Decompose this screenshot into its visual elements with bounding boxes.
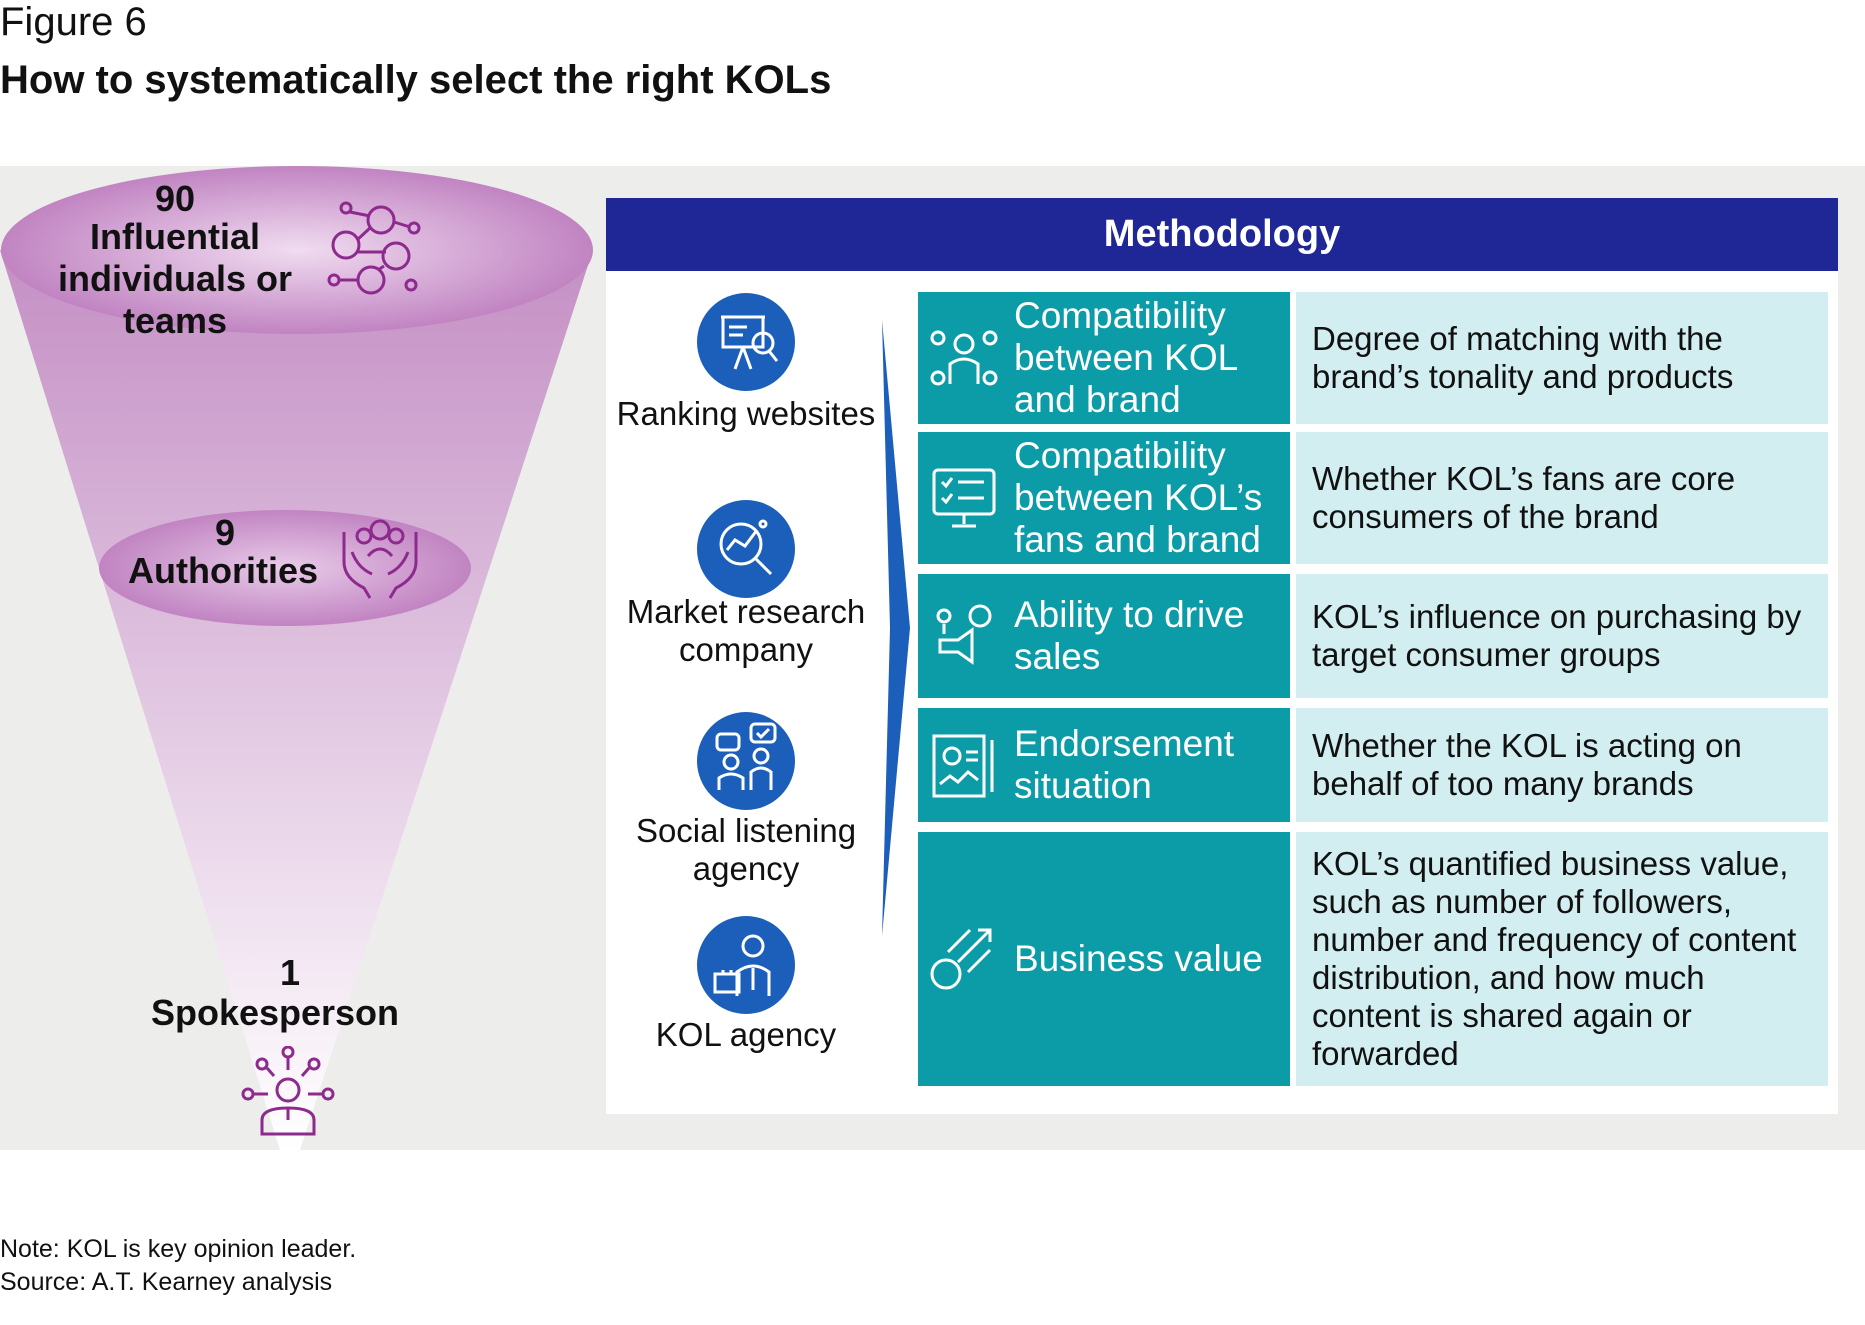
criterion-name: Business value [918,832,1290,1086]
person-matching-icon [930,330,998,386]
methodology-header: Methodology [606,198,1838,271]
criterion-name: Compatibility between KOL and brand [918,292,1290,424]
stage-count: 9 [214,512,236,553]
businessman-briefcase-icon [697,916,795,1014]
criterion-name-text: Endorsement situation [1014,723,1235,806]
criterion-name-text: Business value [1014,938,1263,979]
criterion-description: Degree of matching with the brand’s tona… [1296,292,1828,424]
criterion-description: KOL’s quantified business value, such as… [1296,832,1828,1086]
funnel-body [0,250,593,1150]
criterion-description-text: Whether the KOL is acting on behalf of t… [1312,727,1742,802]
criterion-name-text: Compatibility between KOL’s fans and bra… [1014,435,1263,560]
criterion-name: Ability to drive sales [918,574,1290,698]
stage-label: Spokesperson [150,992,400,1033]
report-document-icon [932,734,994,798]
presentation-board-icon [697,293,795,391]
footnote: Note: KOL is key opinion leader. [0,1235,357,1263]
magnifier-chart-icon [697,500,795,598]
figure-label: Figure 6 [0,0,147,44]
stage-count: 90 [154,178,196,219]
sales-megaphone-icon [936,604,992,665]
criterion-name-text: Ability to drive sales [1014,594,1245,677]
people-discussion-icon [697,712,795,810]
source-label: Social listening agency [635,812,857,887]
criterion-description-text: KOL’s quantified business value, such as… [1312,845,1797,1072]
source-label: KOL agency [655,1016,837,1053]
criterion-description: Whether KOL’s fans are core consumers of… [1296,432,1828,564]
criterion-description-text: KOL’s influence on purchasing by target … [1312,598,1802,673]
monitor-checklist-icon [932,468,996,528]
dollar-growth-icon [930,928,992,990]
stage-label: Influential individuals or teams [57,216,293,341]
funnel-top-ellipse [1,166,593,334]
arrow-separator [882,320,910,936]
criterion-description-text: Whether KOL’s fans are core consumers of… [1312,460,1736,535]
spokesperson-icon [241,1046,335,1136]
criterion-description: KOL’s influence on purchasing by target … [1296,574,1828,698]
source-note: Source: A.T. Kearney analysis [0,1268,333,1296]
stage-label: Authorities [127,550,318,591]
source-label: Market research company [626,593,866,668]
criterion-name: Endorsement situation [918,708,1290,822]
stage-count: 1 [279,952,301,993]
criterion-name: Compatibility between KOL’s fans and bra… [918,432,1290,564]
hands-holding-people-icon [342,519,418,599]
network-people-icon [327,201,421,295]
source-label: Ranking websites [616,395,876,432]
criterion-description-text: Degree of matching with the brand’s tona… [1312,320,1734,395]
criterion-name-text: Compatibility between KOL and brand [1014,295,1237,420]
figure-title: How to systematically select the right K… [0,58,832,102]
funnel-graphic [0,166,593,1150]
criterion-description: Whether the KOL is acting on behalf of t… [1296,708,1828,822]
